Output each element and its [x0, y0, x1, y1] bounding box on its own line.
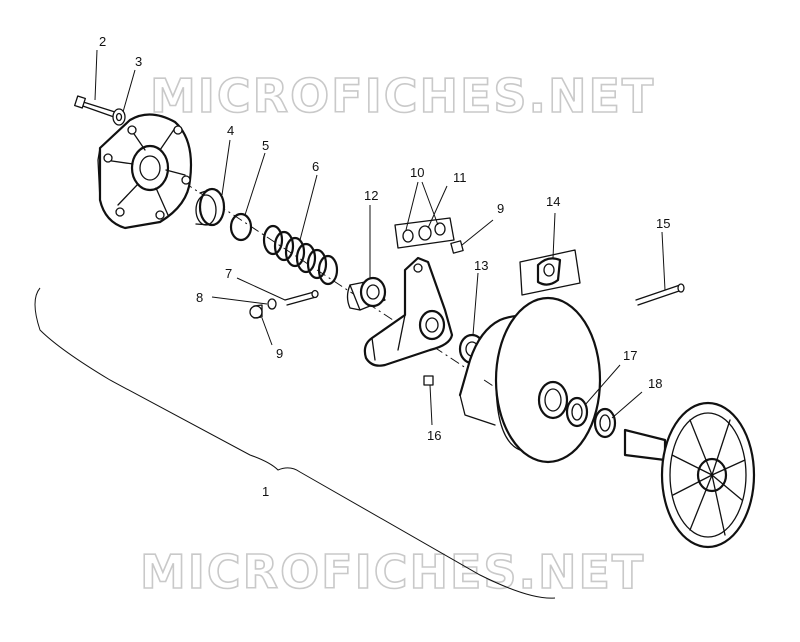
callout-7: 7 [225, 266, 232, 281]
part-17-washer [565, 396, 589, 428]
watermark-top: MICROFICHES.NET [150, 69, 655, 123]
callout-2: 2 [99, 34, 106, 49]
callout-1: 1 [262, 484, 269, 499]
callout-9-left: 9 [276, 346, 283, 361]
fixed-sheave [623, 401, 756, 549]
callout-15: 15 [656, 216, 670, 231]
leader-lines [94, 49, 666, 426]
part-2-bolt [74, 95, 116, 118]
part-16-nut [423, 375, 434, 386]
part-7-pin [284, 289, 319, 306]
watermark-bottom: MICROFICHES.NET [140, 545, 645, 599]
callout-10: 10 [410, 165, 424, 180]
movable-sheave [458, 296, 602, 464]
callout-6: 6 [312, 159, 319, 174]
part-14-button [519, 249, 581, 296]
cover-plate [97, 113, 193, 230]
callout-4: 4 [227, 123, 234, 138]
part-5-snap-ring [229, 212, 253, 242]
callout-9-right: 9 [497, 201, 504, 216]
callout-8: 8 [196, 290, 203, 305]
callout-11: 11 [453, 170, 467, 185]
part-10-11-hardware [394, 217, 455, 249]
callout-18: 18 [648, 376, 662, 391]
callout-5: 5 [262, 138, 269, 153]
part-9-sleeve-right [450, 240, 464, 254]
callout-12: 12 [364, 188, 378, 203]
part-8-bushing [267, 298, 277, 310]
spider-arm [363, 256, 454, 367]
callout-13: 13 [474, 258, 488, 273]
part-4-bushing [195, 187, 226, 227]
part-12-roller [346, 276, 387, 311]
part-3-washer [112, 108, 126, 126]
part-15-pin [635, 283, 685, 306]
callout-14: 14 [546, 194, 560, 209]
part-9-sleeve-left [249, 304, 263, 319]
callout-3: 3 [135, 54, 142, 69]
callout-17: 17 [623, 348, 637, 363]
part-18-ring [593, 407, 617, 439]
callout-16: 16 [427, 428, 441, 443]
assembly-bracket [34, 287, 556, 599]
part-6-spring [262, 224, 339, 286]
